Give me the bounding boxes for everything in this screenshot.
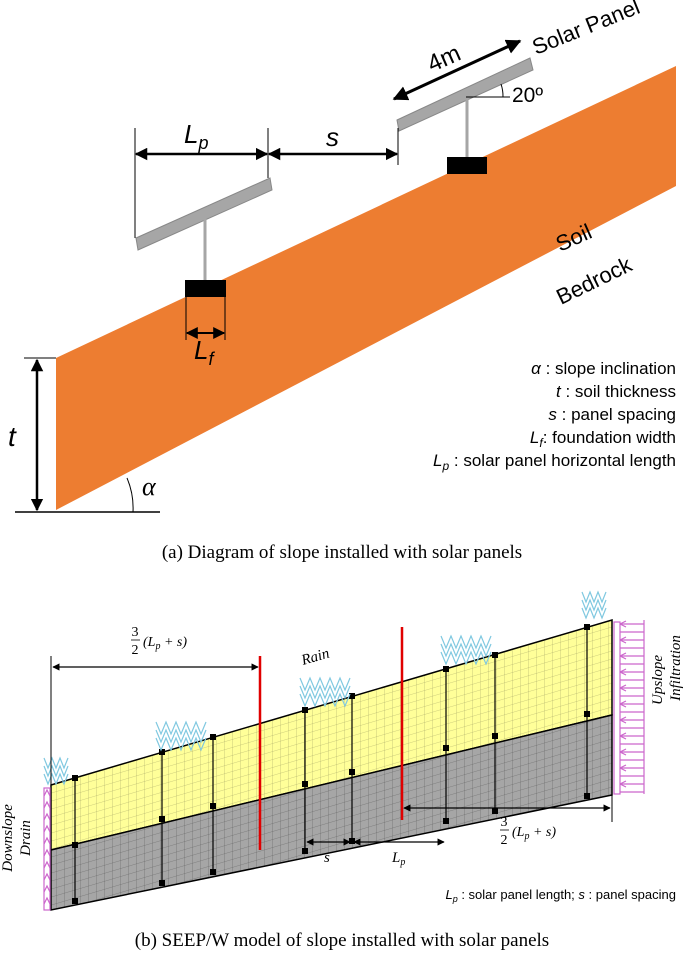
panel-b: Rain Upslope Infiltration Downslope Drai… (0, 590, 684, 951)
caption-a: (a) Diagram of slope installed with sola… (162, 542, 522, 563)
panel-length-arrow (392, 39, 522, 101)
upslope-infiltration-icon (613, 620, 645, 795)
svg-text:3: 3 (501, 815, 508, 830)
lp-label: Lp (184, 119, 208, 153)
panel-a: 20º 4m Solar Panel Lp s Lf t α Soil Bedr… (8, 0, 676, 563)
svg-text:(Lp + s): (Lp + s) (143, 635, 187, 652)
note-b: Lp : solar panel length; s : panel spaci… (445, 887, 676, 904)
alpha-label: α (142, 472, 157, 501)
downslope-label: Downslope (0, 804, 16, 873)
legend-a: α : slope inclination t : soil thickness… (433, 359, 676, 473)
dim-label-lower: 3 2 (Lp + s) (500, 815, 556, 848)
legend-item: s : panel spacing (548, 405, 676, 424)
legend-item: t : soil thickness (556, 382, 676, 401)
foundation-upper (447, 157, 487, 174)
legend-item: α : slope inclination (531, 359, 676, 378)
t-label: t (8, 421, 17, 452)
panel-length-label: 4m (423, 40, 464, 78)
legend-item: Lp : solar panel horizontal length (433, 451, 676, 473)
legend-item: Lf: foundation width (530, 428, 676, 450)
rain-label: Rain (299, 646, 332, 669)
caption-b: (b) SEEP/W model of slope installed with… (135, 930, 549, 951)
s-dim-label: s (324, 850, 330, 866)
lp-dim-label: Lp (391, 850, 405, 868)
panel-angle-label: 20º (512, 84, 543, 107)
svg-text:(Lp + s): (Lp + s) (512, 825, 556, 842)
infiltration-label: Infiltration (668, 635, 684, 702)
panel-angle-arc (500, 83, 504, 98)
drain-label: Drain (18, 820, 34, 857)
svg-text:2: 2 (501, 833, 508, 848)
mesh-nodes (72, 624, 590, 904)
rain-icon (43, 590, 607, 786)
upslope-label: Upslope (650, 655, 666, 705)
soil-slope (56, 66, 676, 510)
s-label: s (326, 122, 339, 152)
svg-text:2: 2 (132, 643, 139, 658)
solar-panel-label: Solar Panel (529, 0, 644, 60)
lf-label: Lf (194, 335, 215, 369)
downslope-drain-icon (43, 787, 51, 911)
bedrock-label: Bedrock (552, 251, 636, 309)
foundation-lower (185, 280, 226, 297)
alpha-arc (126, 477, 134, 513)
dim-label-upper: 3 2 (Lp + s) (131, 625, 187, 658)
svg-text:3: 3 (132, 625, 139, 640)
